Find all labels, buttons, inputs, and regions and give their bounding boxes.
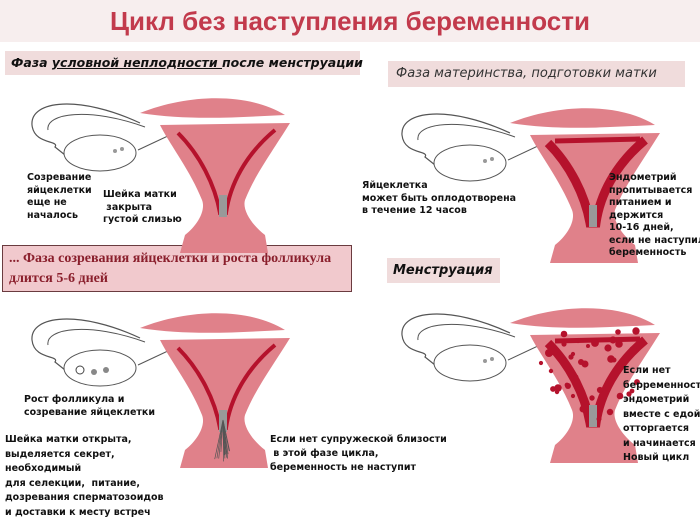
blood-clot — [607, 355, 615, 363]
fallopian-tube-pink — [140, 313, 285, 333]
cervical-plug — [219, 195, 227, 217]
blood-clot — [616, 366, 621, 371]
endometrium-top — [555, 139, 640, 141]
ovary — [434, 345, 506, 381]
cervical-plug — [589, 405, 597, 427]
ovarian-ligament — [508, 345, 540, 360]
label-egg-fertile: Яйцеклетка может быть оплодотворена в те… — [362, 180, 516, 218]
blood-clot — [582, 361, 589, 368]
ovarian-ligament — [508, 145, 540, 160]
blood-clot — [632, 327, 639, 334]
blood-clot — [568, 372, 574, 378]
blood-clot — [597, 387, 603, 393]
blood-clot — [607, 409, 613, 415]
phase-infertility-header: Фаза условной неплодности после менструа… — [5, 51, 360, 75]
blood-clot — [597, 417, 602, 422]
blood-clot — [597, 398, 605, 406]
fallopian-tube-inner — [48, 114, 145, 130]
blood-clot — [554, 384, 562, 392]
blood-clot — [571, 352, 575, 356]
blood-clot — [574, 375, 579, 380]
header-suffix: после менструации — [222, 55, 363, 70]
blood-clot — [561, 341, 566, 346]
label-no-pregnancy: Если нет берременности, эндометрий вмест… — [623, 364, 700, 466]
label-cervix-open: Шейка матки открыта, выделяется секрет, … — [5, 433, 164, 520]
label-no-intimacy: Если нет супружеской близости в этой фаз… — [270, 433, 447, 475]
blood-clot — [571, 394, 575, 398]
header-underlined: условной неплодности — [52, 55, 222, 70]
ovary — [64, 135, 136, 171]
blood-clot — [539, 361, 543, 365]
blood-clot — [549, 369, 553, 373]
uterus-illustration — [20, 85, 310, 255]
blood-clot — [615, 329, 621, 335]
fallopian-tube-pink — [140, 98, 285, 118]
blood-clot — [565, 383, 571, 389]
fallopian-tube-inner — [48, 329, 145, 345]
blood-clot — [561, 331, 568, 338]
blood-clot — [591, 339, 599, 347]
blood-clot — [545, 349, 553, 357]
fallopian-tube-inner — [418, 124, 515, 140]
cervical-plug — [589, 205, 597, 227]
ovary — [64, 350, 136, 386]
page-title: Цикл без наступления беременности — [0, 0, 700, 42]
label-follicle-growth: Рост фолликула и созревание яйцеклетки — [24, 394, 155, 419]
label-egg-not-started: Созревание яйцеклетки еще не началось — [27, 172, 92, 222]
blood-clot — [604, 344, 611, 351]
blood-clot — [609, 336, 616, 343]
uterus-body — [160, 123, 290, 253]
blood-clot — [586, 344, 590, 348]
ovary — [434, 145, 506, 181]
label-cervix-closed: Шейка матки закрыта густой слизью — [103, 189, 182, 227]
phase-maternity-header: Фаза материнства, подготовки матки — [388, 61, 685, 87]
blood-clot — [589, 395, 594, 400]
ovarian-ligament — [138, 135, 170, 150]
header-prefix: Фаза — [11, 55, 52, 70]
ovarian-ligament — [138, 350, 170, 365]
fallopian-tube-pink — [510, 108, 655, 128]
fallopian-tube-pink — [510, 308, 655, 328]
label-endometrium: Эндометрий пропитывается питанием и держ… — [609, 172, 700, 260]
blood-clot — [576, 339, 580, 343]
blood-clot — [629, 346, 637, 354]
fallopian-tube-inner — [418, 324, 515, 340]
blood-clot — [580, 406, 587, 413]
